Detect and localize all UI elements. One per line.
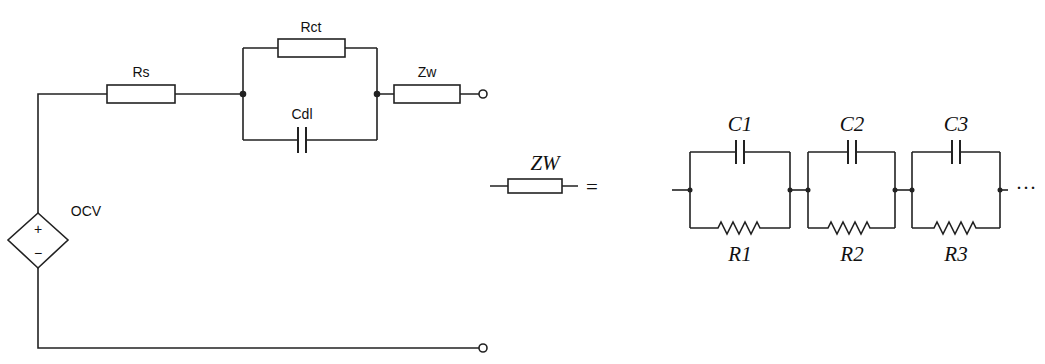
junction [375,92,380,97]
wire [38,268,479,348]
resistor-symbol [808,222,895,234]
ellipsis: ··· [1016,178,1037,199]
polarity-mark: + [34,222,42,236]
wire [690,151,790,153]
capacitor-symbol [736,140,744,164]
component-label: R1 [728,244,751,265]
wire [808,151,895,153]
wire [895,189,912,191]
resistor-symbol [107,85,175,103]
junction [241,92,246,97]
polarity-mark: − [34,246,42,260]
terminal [479,344,487,352]
warburg-symbol [508,179,562,193]
component-label: Rs [132,65,149,79]
terminal [479,90,487,98]
component-label: C2 [840,114,865,135]
component-label: Cdl [291,107,312,121]
resistor-symbol [912,222,1000,234]
source-label: OCV [71,204,101,218]
capacitor-symbol [848,140,856,164]
component-label: R2 [840,244,863,265]
component-label: ZW [530,153,559,174]
wire [790,189,808,191]
wire [38,94,107,213]
component-label: C3 [944,114,969,135]
wire [808,152,895,228]
warburg-symbol [394,85,460,103]
dependent-source [8,213,68,268]
wire [690,152,790,228]
component-label: R3 [944,244,967,265]
component-label: C1 [728,114,753,135]
resistor-symbol [278,39,345,57]
component-label: Zw [418,65,437,79]
equals-sign: = [586,177,598,198]
wire [912,152,1000,228]
component-label: Rct [301,20,322,34]
wire [175,93,243,95]
wire [243,139,377,141]
wire [912,151,1000,153]
wire [672,189,690,191]
capacitor-symbol [952,140,960,164]
capacitor-symbol [298,127,306,153]
resistor-symbol [690,222,790,234]
junctions [688,188,1003,193]
